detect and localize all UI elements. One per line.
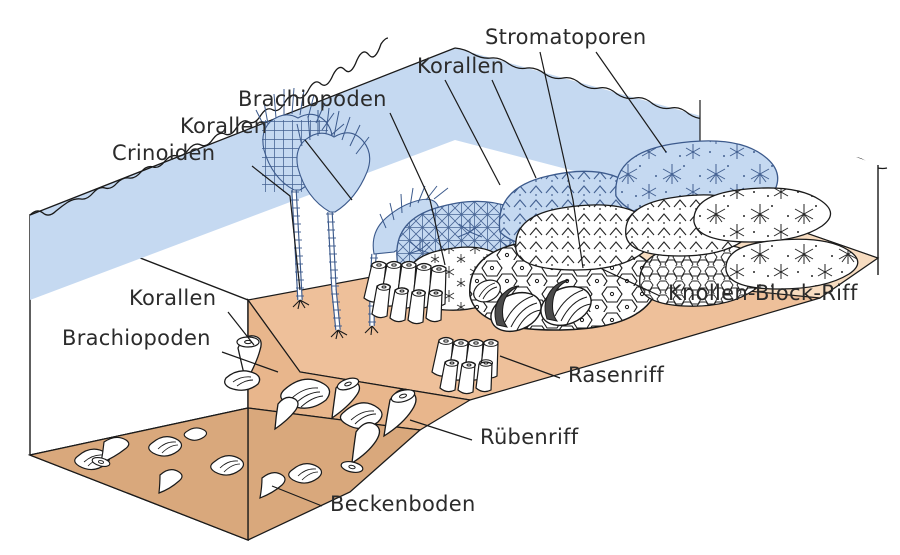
label-korallen-top: Korallen (417, 54, 504, 78)
horn-coral (259, 472, 286, 499)
horn-coral (274, 396, 299, 431)
brachiopod-shell (490, 285, 542, 333)
label-crinoiden: Crinoiden (112, 141, 215, 165)
label-stromatoporen: Stromatoporen (485, 25, 646, 49)
brachiopod-shell (148, 436, 183, 457)
leader-beckenboden (271, 485, 323, 507)
leader-brachiopoden-top (389, 112, 446, 266)
brachiopod-shell (224, 370, 261, 391)
water-surface-waves-left (29, 37, 389, 216)
leader-korallen-top-b (491, 79, 537, 179)
horn-coral (91, 436, 130, 468)
brachiopod-shell (540, 279, 592, 327)
horn-coral (158, 469, 183, 494)
horn-coral (331, 377, 361, 420)
leader-knollen (599, 267, 661, 297)
label-beckenboden: Beckenboden (330, 492, 476, 516)
brachiopoden-group (473, 279, 592, 333)
leader-brachiopoden-low (221, 351, 279, 373)
label-brachiopoden-lower: Brachiopoden (62, 326, 211, 350)
leader-korallen-lower (227, 311, 255, 346)
labels: Crinoiden Korallen Brachiopoden Korallen… (62, 25, 858, 516)
leader-korallen-left (304, 139, 353, 201)
label-rasenriff: Rasenriff (568, 363, 664, 387)
leader-crinoiden (251, 165, 301, 291)
brachiopod-shell (339, 402, 383, 430)
label-korallen-left: Korallen (180, 114, 267, 138)
leader-ruebenriff (409, 419, 473, 441)
horn-coral (383, 388, 417, 438)
brachiopod-shell (183, 427, 208, 441)
brachiopod-shell (473, 279, 501, 303)
stromatoporen-slab-upper (693, 187, 832, 243)
label-knollen-block-riff: Knollen-Block-Riff (668, 281, 858, 305)
label-brachiopoden-top: Brachiopoden (238, 87, 387, 111)
tube-coral-cluster (431, 336, 499, 395)
rasenriff-mound-chevron (515, 204, 655, 271)
leader-rasenriff (499, 355, 561, 379)
scattered-fossils (74, 335, 417, 499)
stromatoporen-slab-lower (725, 238, 859, 290)
label-korallen-lower: Korallen (129, 286, 216, 310)
ruebenriff-coral-clusters (363, 260, 499, 395)
tube-coral-cluster (363, 260, 447, 325)
leader-lines (221, 51, 667, 507)
brachiopod-shell (210, 455, 245, 476)
horn-coral (340, 422, 381, 473)
leader-stromatoporen-b (595, 51, 667, 153)
leader-korallen-top-a (444, 79, 501, 186)
label-ruebenriff: Rübenriff (480, 425, 579, 449)
leader-stromatoporen-a (539, 51, 584, 269)
brachiopod-shell (288, 463, 323, 484)
